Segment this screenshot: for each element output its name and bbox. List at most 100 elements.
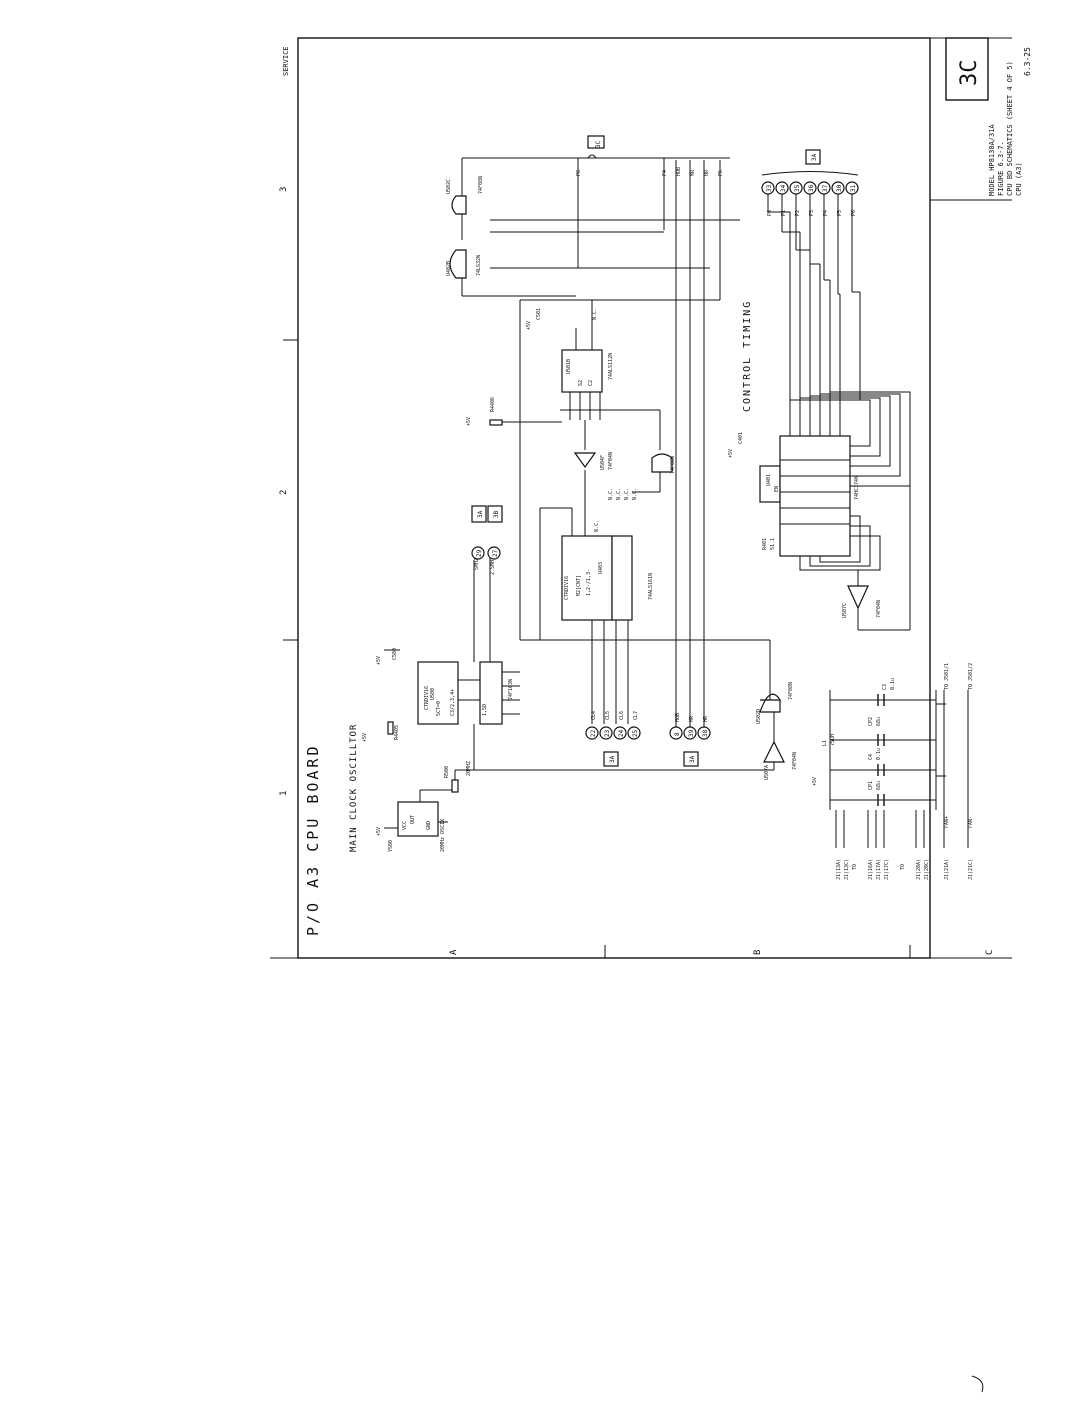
svg-text:74F08N: 74F08N xyxy=(670,456,676,474)
svg-text:23: 23 xyxy=(604,729,611,737)
page-title: P/O A3 CPU BOARD xyxy=(304,744,322,937)
svg-text:3C: 3C xyxy=(595,140,602,148)
svg-text:5CT=0: 5CT=0 xyxy=(436,701,442,716)
svg-text:TO: TO xyxy=(900,864,906,870)
info-desc: CPU BD SCHEMATICS (SHEET 4 OF 5) xyxy=(1006,61,1014,196)
svg-text:C2: C2 xyxy=(588,380,594,386)
svg-text:J1(21A): J1(21A) xyxy=(944,859,950,880)
zone-col-3: 3 xyxy=(279,187,289,192)
svg-text:38: 38 xyxy=(702,729,709,737)
svg-text:GND: GND xyxy=(426,821,432,830)
r4406 xyxy=(489,419,503,426)
svg-text:TO J501/2: TO J501/2 xyxy=(968,663,974,690)
svg-text:J1(13C): J1(13C) xyxy=(844,859,850,880)
svg-text:U401: U401 xyxy=(766,474,772,486)
u402b-or-gate: U402B 74LS32N xyxy=(446,219,740,297)
svg-text:74ALS161N: 74ALS161N xyxy=(648,573,654,600)
u500-counter: CTRDIV16 U500 5CT=0 C3/2,3,4+ 1,5D 74F16… xyxy=(417,661,520,725)
svg-text:+5V: +5V xyxy=(812,777,818,786)
svg-text:68u: 68u xyxy=(876,717,882,726)
zone-row-b: B xyxy=(753,950,763,955)
svg-text:30: 30 xyxy=(836,184,843,192)
svg-text:EN: EN xyxy=(774,486,780,492)
u502c-and-gate: U502C 74F08N xyxy=(446,158,484,240)
sheet-id: 3C xyxy=(957,60,982,87)
svg-text:+5V: +5V xyxy=(728,449,734,458)
svg-text:29: 29 xyxy=(476,549,483,557)
corner-mark xyxy=(971,1375,984,1393)
u502d-and-gate: U502D 74F08N xyxy=(520,639,794,724)
u507c-inverter: U507C 74F04N xyxy=(842,486,911,631)
svg-text:CP2: CP2 xyxy=(868,717,874,726)
svg-text:74F08N: 74F08N xyxy=(478,176,484,194)
svg-text:+5V: +5V xyxy=(362,733,368,742)
info-figure: FIGURE 6.3-7. xyxy=(997,141,1005,196)
svg-text:20MHz OSCIX: 20MHz OSCIX xyxy=(440,819,446,852)
svg-text:R4405: R4405 xyxy=(394,725,400,740)
svg-text:FAN-: FAN- xyxy=(968,816,974,828)
svg-text:J1(16A): J1(16A) xyxy=(868,859,874,880)
svg-text:C3: C3 xyxy=(882,684,888,690)
svg-text:R500: R500 xyxy=(444,766,450,778)
svg-text:P5: P5 xyxy=(837,210,843,216)
svg-text:35: 35 xyxy=(794,184,801,192)
svg-text:C4: C4 xyxy=(868,754,874,760)
svg-text:HR: HR xyxy=(704,169,710,176)
svg-text:J1(21C): J1(21C) xyxy=(968,859,974,880)
svg-text:C3/2,3,4+: C3/2,3,4+ xyxy=(450,689,456,716)
svg-text:OUT: OUT xyxy=(410,815,416,824)
svg-text:CL4: CL4 xyxy=(591,711,597,720)
r500 xyxy=(451,779,459,793)
svg-text:74F08N: 74F08N xyxy=(788,682,794,700)
svg-text:P4: P4 xyxy=(823,210,829,216)
svg-text:+5V: +5V xyxy=(376,656,382,665)
svg-text:J1(17C): J1(17C) xyxy=(884,859,890,880)
u507a-inverter: U507A 74F04N xyxy=(763,712,798,780)
svg-text:J1(13A): J1(13A) xyxy=(836,859,842,880)
svg-text:74F163N: 74F163N xyxy=(508,679,514,700)
section-oscillator: MAIN CLOCK OSCILLTOR xyxy=(349,724,359,852)
svg-text:M2[CNT]: M2[CNT] xyxy=(576,575,582,596)
svg-text:1,2-/1,3-: 1,2-/1,3- xyxy=(586,569,592,596)
svg-text:74F04N: 74F04N xyxy=(608,452,614,470)
svg-text:C401: C401 xyxy=(738,432,744,444)
svg-text:+5V: +5V xyxy=(466,417,472,426)
info-board: CPU (A3) xyxy=(1015,162,1023,196)
svg-text:TO J501/1: TO J501/1 xyxy=(944,663,950,690)
svg-text:3B: 3B xyxy=(493,510,500,518)
svg-text:FAN+: FAN+ xyxy=(944,816,950,828)
connector-j1: J1(13A) J1(13C) TO J1(16A) J1(17A) J1(17… xyxy=(835,663,974,880)
svg-text:VCC: VCC xyxy=(402,821,408,830)
svg-text:N.C.: N.C. xyxy=(592,308,598,320)
svg-text:P3: P3 xyxy=(809,210,815,216)
svg-text:1,5D: 1,5D xyxy=(482,704,488,716)
svg-text:HOB: HOB xyxy=(675,713,681,722)
svg-text:2.5MHZ: 2.5MHZ xyxy=(490,557,496,575)
svg-text:3A: 3A xyxy=(811,153,818,161)
svg-text:25: 25 xyxy=(632,729,639,737)
svg-text:N.C.: N.C. xyxy=(608,488,614,500)
svg-text:22: 22 xyxy=(590,729,597,737)
svg-text:U500: U500 xyxy=(430,688,436,700)
svg-text:CL6: CL6 xyxy=(619,711,625,720)
svg-text:33: 33 xyxy=(766,184,773,192)
svg-text:34: 34 xyxy=(780,184,787,192)
svg-text:36: 36 xyxy=(808,184,815,192)
svg-text:3A: 3A xyxy=(477,510,484,518)
svg-text:74F04N: 74F04N xyxy=(876,600,882,618)
svg-text:U501B: U501B xyxy=(566,359,572,374)
svg-text:CP1: CP1 xyxy=(868,781,874,790)
svg-text:31: 31 xyxy=(850,184,857,192)
u501b-flipflop: U501B S2 C2 74ALS112N xyxy=(561,300,614,420)
svg-text:39: 39 xyxy=(688,729,695,737)
svg-text:R4406: R4406 xyxy=(490,397,496,412)
svg-text:P1: P1 xyxy=(781,210,787,216)
power-filter: C3 0.1u CP2 68u L1 75uH C4 0.1u CP1 68u … xyxy=(812,678,946,810)
svg-text:3A: 3A xyxy=(689,755,696,763)
svg-text:C500: C500 xyxy=(392,648,398,660)
svg-text:P6: P6 xyxy=(718,170,724,176)
svg-text:75uH: 75uH xyxy=(830,734,836,746)
r4405 xyxy=(387,721,394,735)
svg-text:P8: P8 xyxy=(767,210,773,216)
svg-text:R401: R401 xyxy=(762,538,768,550)
